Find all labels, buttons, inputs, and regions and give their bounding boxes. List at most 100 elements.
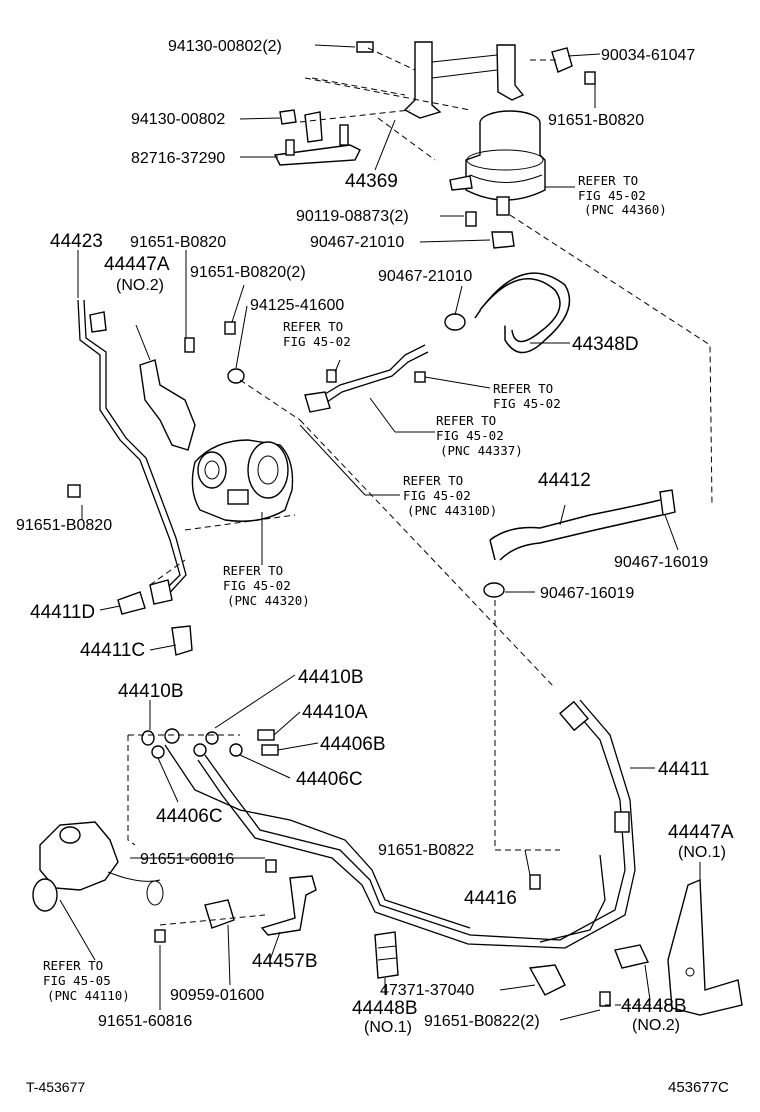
clamp-90467-16019-right	[659, 489, 676, 516]
footer-left-code: T-453677	[26, 1079, 85, 1095]
label-91651-B0822: 91651-B0822	[378, 842, 474, 859]
leader-lines	[59, 44, 701, 1021]
label-82716-37290: 82716-37290	[131, 150, 225, 167]
svg-text:(PNC 44337): (PNC 44337)	[440, 443, 523, 458]
label-44423: 44423	[50, 231, 103, 252]
label-94125-41600: 94125-41600	[250, 297, 344, 314]
label-44447a-no2: 44447A	[104, 254, 170, 275]
clamp-44448b-no1	[374, 931, 399, 979]
bolt-90119-08873	[465, 211, 477, 227]
label-91651-B0820-2: 91651-B0820(2)	[190, 264, 306, 281]
bracket-44457b	[260, 875, 317, 936]
ref-note-44360: REFER TO FIG 45-02 (PNC 44360)	[578, 173, 667, 217]
svg-text:REFER TO: REFER TO	[403, 473, 463, 488]
bracket-44369-right	[496, 44, 525, 101]
pipe-44411	[204, 704, 626, 941]
label-44406c-right: 44406C	[296, 769, 363, 790]
svg-text:REFER TO: REFER TO	[493, 381, 553, 396]
ref-note-44320: REFER TO FIG 45-02 (PNC 44320)	[223, 563, 310, 608]
label-no1-a: (NO.1)	[678, 844, 726, 861]
label-no1-b: (NO.1)	[364, 1019, 412, 1036]
label-90119-08873-2: 90119-08873(2)	[296, 208, 409, 225]
union-44411d	[117, 591, 146, 615]
nut-94130-00802-2	[356, 41, 374, 53]
label-91651-B0822-2: 91651-B0822(2)	[424, 1013, 540, 1030]
part-labels: 94130-00802(2) 90034-61047 94130-00802 9…	[16, 38, 734, 1036]
label-44406b: 44406B	[320, 734, 386, 755]
clip-90034-61047	[551, 47, 573, 73]
label-44411c: 44411C	[80, 640, 145, 661]
label-91651-B0820-top: 91651-B0820	[548, 112, 644, 129]
label-44410a: 44410A	[302, 702, 368, 723]
label-90034-61047: 90034-61047	[601, 47, 695, 64]
label-44410b-left: 44410B	[118, 681, 184, 702]
svg-text:FIG 45-02: FIG 45-02	[403, 488, 471, 503]
label-94130-00802: 94130-00802	[131, 111, 225, 128]
bracket-44369-left	[403, 41, 442, 119]
label-90467-16019-a: 90467-16019	[614, 554, 708, 571]
reservoir-outlet	[496, 196, 510, 216]
svg-text:REFER TO: REFER TO	[223, 563, 283, 578]
bracket-44447a-no1	[667, 878, 743, 1016]
label-91651-60816-a: 91651-60816	[140, 851, 234, 868]
svg-text:FIG 45-02: FIG 45-02	[493, 396, 561, 411]
svg-text:FIG 45-02: FIG 45-02	[223, 578, 291, 593]
label-44448b-no1: 44448B	[352, 998, 418, 1019]
svg-text:(PNC 44310D): (PNC 44310D)	[407, 503, 497, 518]
reference-notes: REFER TO FIG 45-02 (PNC 44360) REFER TO …	[43, 173, 667, 1003]
svg-text:REFER TO: REFER TO	[578, 173, 638, 188]
reservoir-bracket-group	[273, 41, 713, 506]
label-91651-60816-b: 91651-60816	[98, 1013, 192, 1030]
ref-note-pump-top: REFER TO FIG 45-02	[283, 319, 351, 349]
hose-44412	[489, 499, 661, 561]
label-44412: 44412	[538, 470, 591, 491]
reservoir-body	[465, 123, 546, 201]
ref-note-right: REFER TO FIG 45-02	[493, 381, 561, 411]
pipe-44423	[77, 299, 181, 596]
label-47371-37040: 47371-37040	[380, 982, 474, 999]
svg-text:(PNC 44320): (PNC 44320)	[227, 593, 310, 608]
label-44448b-no2: 44448B	[621, 996, 687, 1017]
bracket-82716-37290	[273, 144, 361, 166]
nut-94130-00802	[279, 109, 297, 125]
label-44416: 44416	[464, 888, 517, 909]
label-44348d: 44348D	[572, 334, 639, 355]
svg-text:FIG 45-02: FIG 45-02	[283, 334, 351, 349]
svg-text:REFER TO: REFER TO	[43, 958, 103, 973]
svg-text:FIG 45-05: FIG 45-05	[43, 973, 111, 988]
svg-text:REFER TO: REFER TO	[283, 319, 343, 334]
svg-text:FIG 45-02: FIG 45-02	[436, 428, 504, 443]
label-44411d: 44411D	[30, 602, 95, 623]
label-no2-a: (NO.2)	[116, 277, 164, 294]
label-90467-21010-top: 90467-21010	[310, 234, 404, 251]
label-44457b: 44457B	[252, 951, 318, 972]
ref-note-44310d: REFER TO FIG 45-02 (PNC 44310D)	[403, 473, 497, 518]
label-44410b-right: 44410B	[298, 667, 364, 688]
label-44447a-no1: 44447A	[668, 822, 734, 843]
label-90467-21010: 90467-21010	[378, 268, 472, 285]
label-90959-01600: 90959-01600	[170, 987, 264, 1004]
label-no2-b: (NO.2)	[632, 1017, 680, 1034]
clamp-90467-21010-top	[491, 231, 515, 249]
label-91651-B0820-b: 91651-B0820	[16, 517, 112, 534]
ref-note-44337: REFER TO FIG 45-02 (PNC 44337)	[436, 413, 523, 458]
clamp-90467-16019-lower	[483, 582, 505, 598]
svg-text:REFER TO: REFER TO	[436, 413, 496, 428]
bolt-44411c	[171, 625, 193, 656]
footer-right-code: 453677C	[668, 1079, 729, 1096]
bolt-91651-B0820-top	[584, 71, 596, 85]
label-44406c-left: 44406C	[156, 806, 223, 827]
label-94130-00802-2: 94130-00802(2)	[168, 38, 282, 55]
bracket-44447a-no2	[139, 359, 196, 451]
clamp-90467-21010	[444, 313, 466, 331]
label-91651-B0820-a: 91651-B0820	[130, 234, 226, 251]
clamp-47371-37040	[528, 964, 566, 996]
clamp-90959-01600	[204, 899, 235, 929]
svg-text:FIG 45-02: FIG 45-02	[578, 188, 646, 203]
label-90467-16019-b: 90467-16019	[540, 585, 634, 602]
steering-gear	[32, 821, 164, 912]
svg-text:(PNC 44360): (PNC 44360)	[584, 202, 667, 217]
label-44369: 44369	[345, 171, 398, 192]
clamp-44448b-no2	[614, 944, 650, 969]
